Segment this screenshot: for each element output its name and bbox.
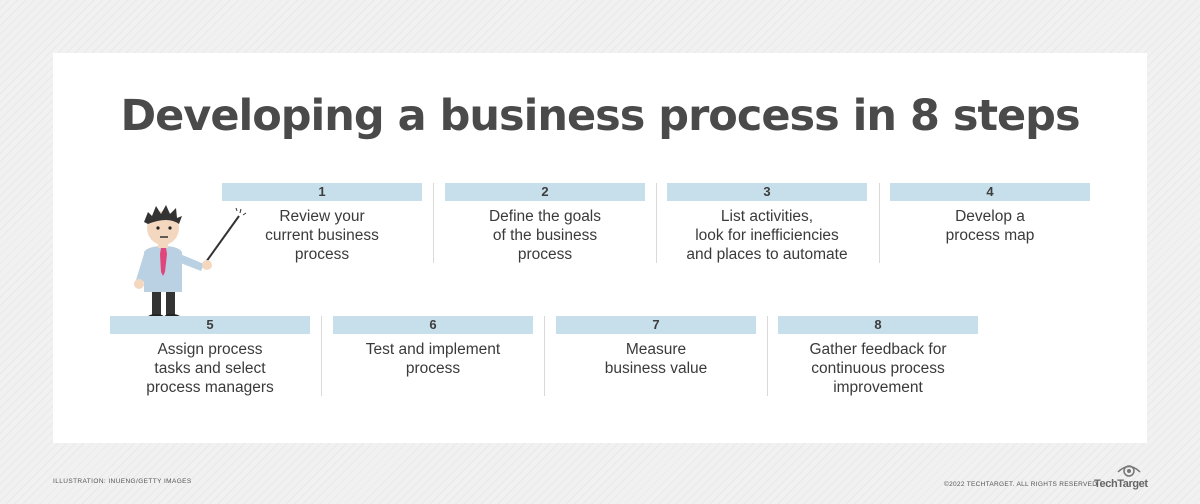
step-number: 6 — [333, 316, 533, 334]
step-number: 8 — [778, 316, 978, 334]
step-divider — [879, 183, 880, 263]
step-divider — [656, 183, 657, 263]
step-divider — [321, 316, 322, 396]
presenter-illustration — [134, 205, 247, 320]
step-number: 2 — [445, 183, 645, 201]
eye-icon — [1117, 465, 1141, 477]
page-title: Developing a business process in 8 steps — [120, 91, 1080, 141]
step-divider — [767, 316, 768, 396]
logo-wordmark: TechTarget — [1094, 478, 1148, 490]
step-number: 4 — [890, 183, 1090, 201]
step-number: 1 — [222, 183, 422, 201]
techtarget-logo: TechTarget — [1094, 463, 1150, 491]
step-divider — [544, 316, 545, 396]
step-number: 3 — [667, 183, 867, 201]
illustration-credit: ILLUSTRATION: INUENG/GETTY IMAGES — [53, 478, 192, 485]
infographic-card — [53, 53, 1147, 443]
copyright-notice: ©2022 TECHTARGET. ALL RIGHTS RESERVED — [944, 481, 1098, 488]
step-number: 7 — [556, 316, 756, 334]
step-divider — [433, 183, 434, 263]
step-3: 3 List activities,look for inefficiencie… — [667, 183, 867, 264]
step-number: 5 — [110, 316, 310, 334]
